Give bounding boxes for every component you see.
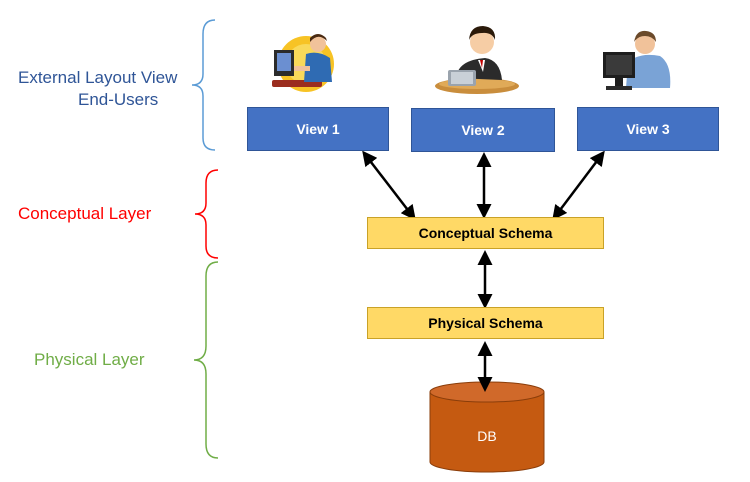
user-at-desktop-icon [272,34,334,92]
external-layer-title: External Layout View [18,68,178,87]
conceptual-layer-label: Conceptual Layer [18,204,152,223]
physical-schema-box: Physical Schema [367,307,604,339]
external-layer-brace [191,19,216,151]
arrow-view1-conceptual [362,150,416,221]
arrow-view3-conceptual [552,150,605,221]
external-layer-subtitle: End-Users [78,90,159,109]
view-2-box: View 2 [411,108,555,152]
view-3-box: View 3 [577,107,719,151]
conceptual-layer-brace [194,169,219,259]
db-label: DB [477,428,497,444]
view-1-box: View 1 [247,107,389,151]
conceptual-schema-box: Conceptual Schema [367,217,604,249]
user-at-laptop-icon [435,26,519,94]
user-at-monitor-icon [603,30,671,90]
physical-layer-brace [193,261,219,459]
external-layer-label: External Layout View End-Users [18,67,198,111]
physical-layer-label: Physical Layer [34,350,145,369]
database-cylinder-icon [429,381,545,473]
